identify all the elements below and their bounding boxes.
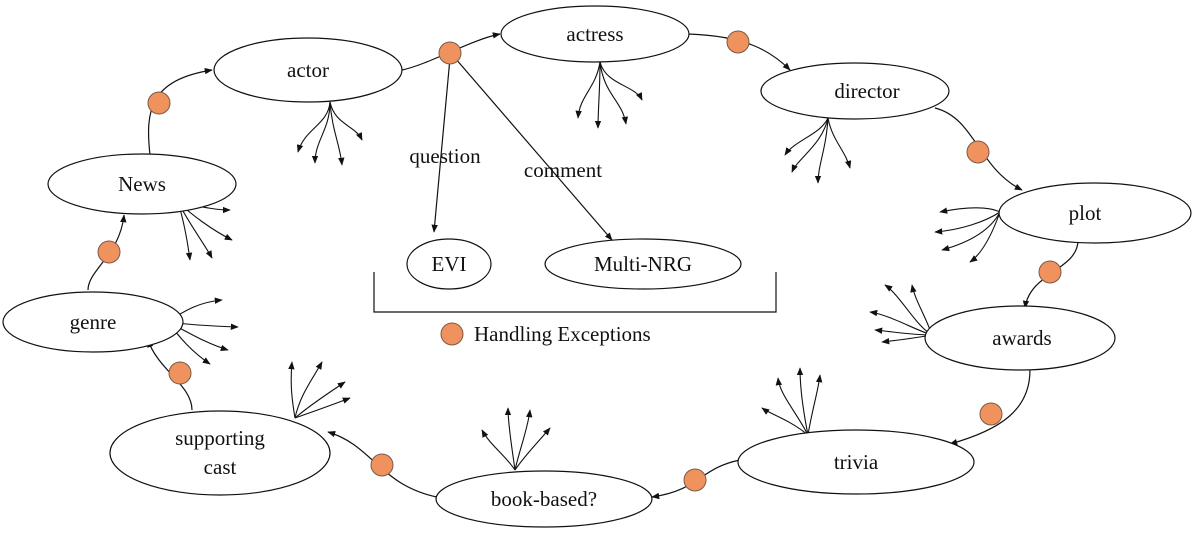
node-label: actor (287, 58, 329, 82)
node-label: trivia (834, 450, 879, 474)
edge-comment-to-multi-nrg (454, 57, 613, 241)
fan-trivia (761, 367, 823, 436)
fan-director (784, 117, 852, 184)
node-supporting-cast: supporting cast (109, 410, 331, 496)
handler-marker (966, 140, 990, 164)
handler-marker (726, 30, 750, 54)
legend-label: Handling Exceptions (474, 322, 651, 346)
handler-marker (168, 361, 192, 385)
node-label: News (118, 172, 166, 196)
node-multi-nrg: Multi-NRG (544, 238, 742, 290)
handler-marker (683, 468, 707, 492)
node-awards: awards (924, 305, 1116, 371)
exception-handlers (97, 30, 1062, 492)
node-actress: actress (500, 5, 690, 63)
handler-marker (147, 91, 171, 115)
node-label: EVI (432, 252, 467, 276)
legend: Handling Exceptions (440, 322, 651, 346)
node-label: actress (566, 22, 623, 46)
fan-plot (934, 207, 1001, 263)
node-label: genre (70, 310, 117, 334)
edge-question-to-evi (431, 57, 451, 233)
node-label: awards (992, 326, 1051, 350)
node-label: plot (1069, 201, 1102, 225)
node-news: News (47, 153, 237, 215)
fan-book-based (481, 407, 551, 471)
node-evi: EVI (406, 238, 492, 290)
handler-marker (97, 240, 121, 264)
handler-marker (438, 41, 462, 65)
edge-awards-to-trivia (949, 369, 1031, 446)
legend-marker (440, 322, 464, 346)
node-actor: actor (213, 37, 403, 103)
node-label: director (834, 79, 899, 103)
handler-marker (370, 453, 394, 477)
edge-label-question: question (409, 144, 481, 168)
handler-marker (1038, 260, 1062, 284)
fan-actress (575, 61, 643, 129)
node-trivia: trivia (737, 429, 975, 495)
node-director: director (760, 62, 950, 120)
node-plot: plot (998, 182, 1192, 244)
branch-fans (167, 61, 1001, 471)
node-label-line2: cast (204, 455, 237, 479)
exception-edges (431, 57, 613, 241)
node-book-based: book-based? (435, 470, 653, 528)
fan-awards (869, 284, 933, 345)
node-label: Multi-NRG (594, 252, 692, 276)
edge-label-comment: comment (524, 158, 602, 182)
node-label-line1: supporting (175, 426, 265, 450)
node-genre: genre (2, 291, 184, 353)
node-label: book-based? (491, 487, 597, 511)
exceptions-bracket (373, 272, 777, 313)
edge-actress-to-director (687, 33, 791, 71)
fan-actor (296, 101, 363, 166)
handler-marker (979, 402, 1003, 426)
fan-supporting-cast (288, 361, 351, 419)
